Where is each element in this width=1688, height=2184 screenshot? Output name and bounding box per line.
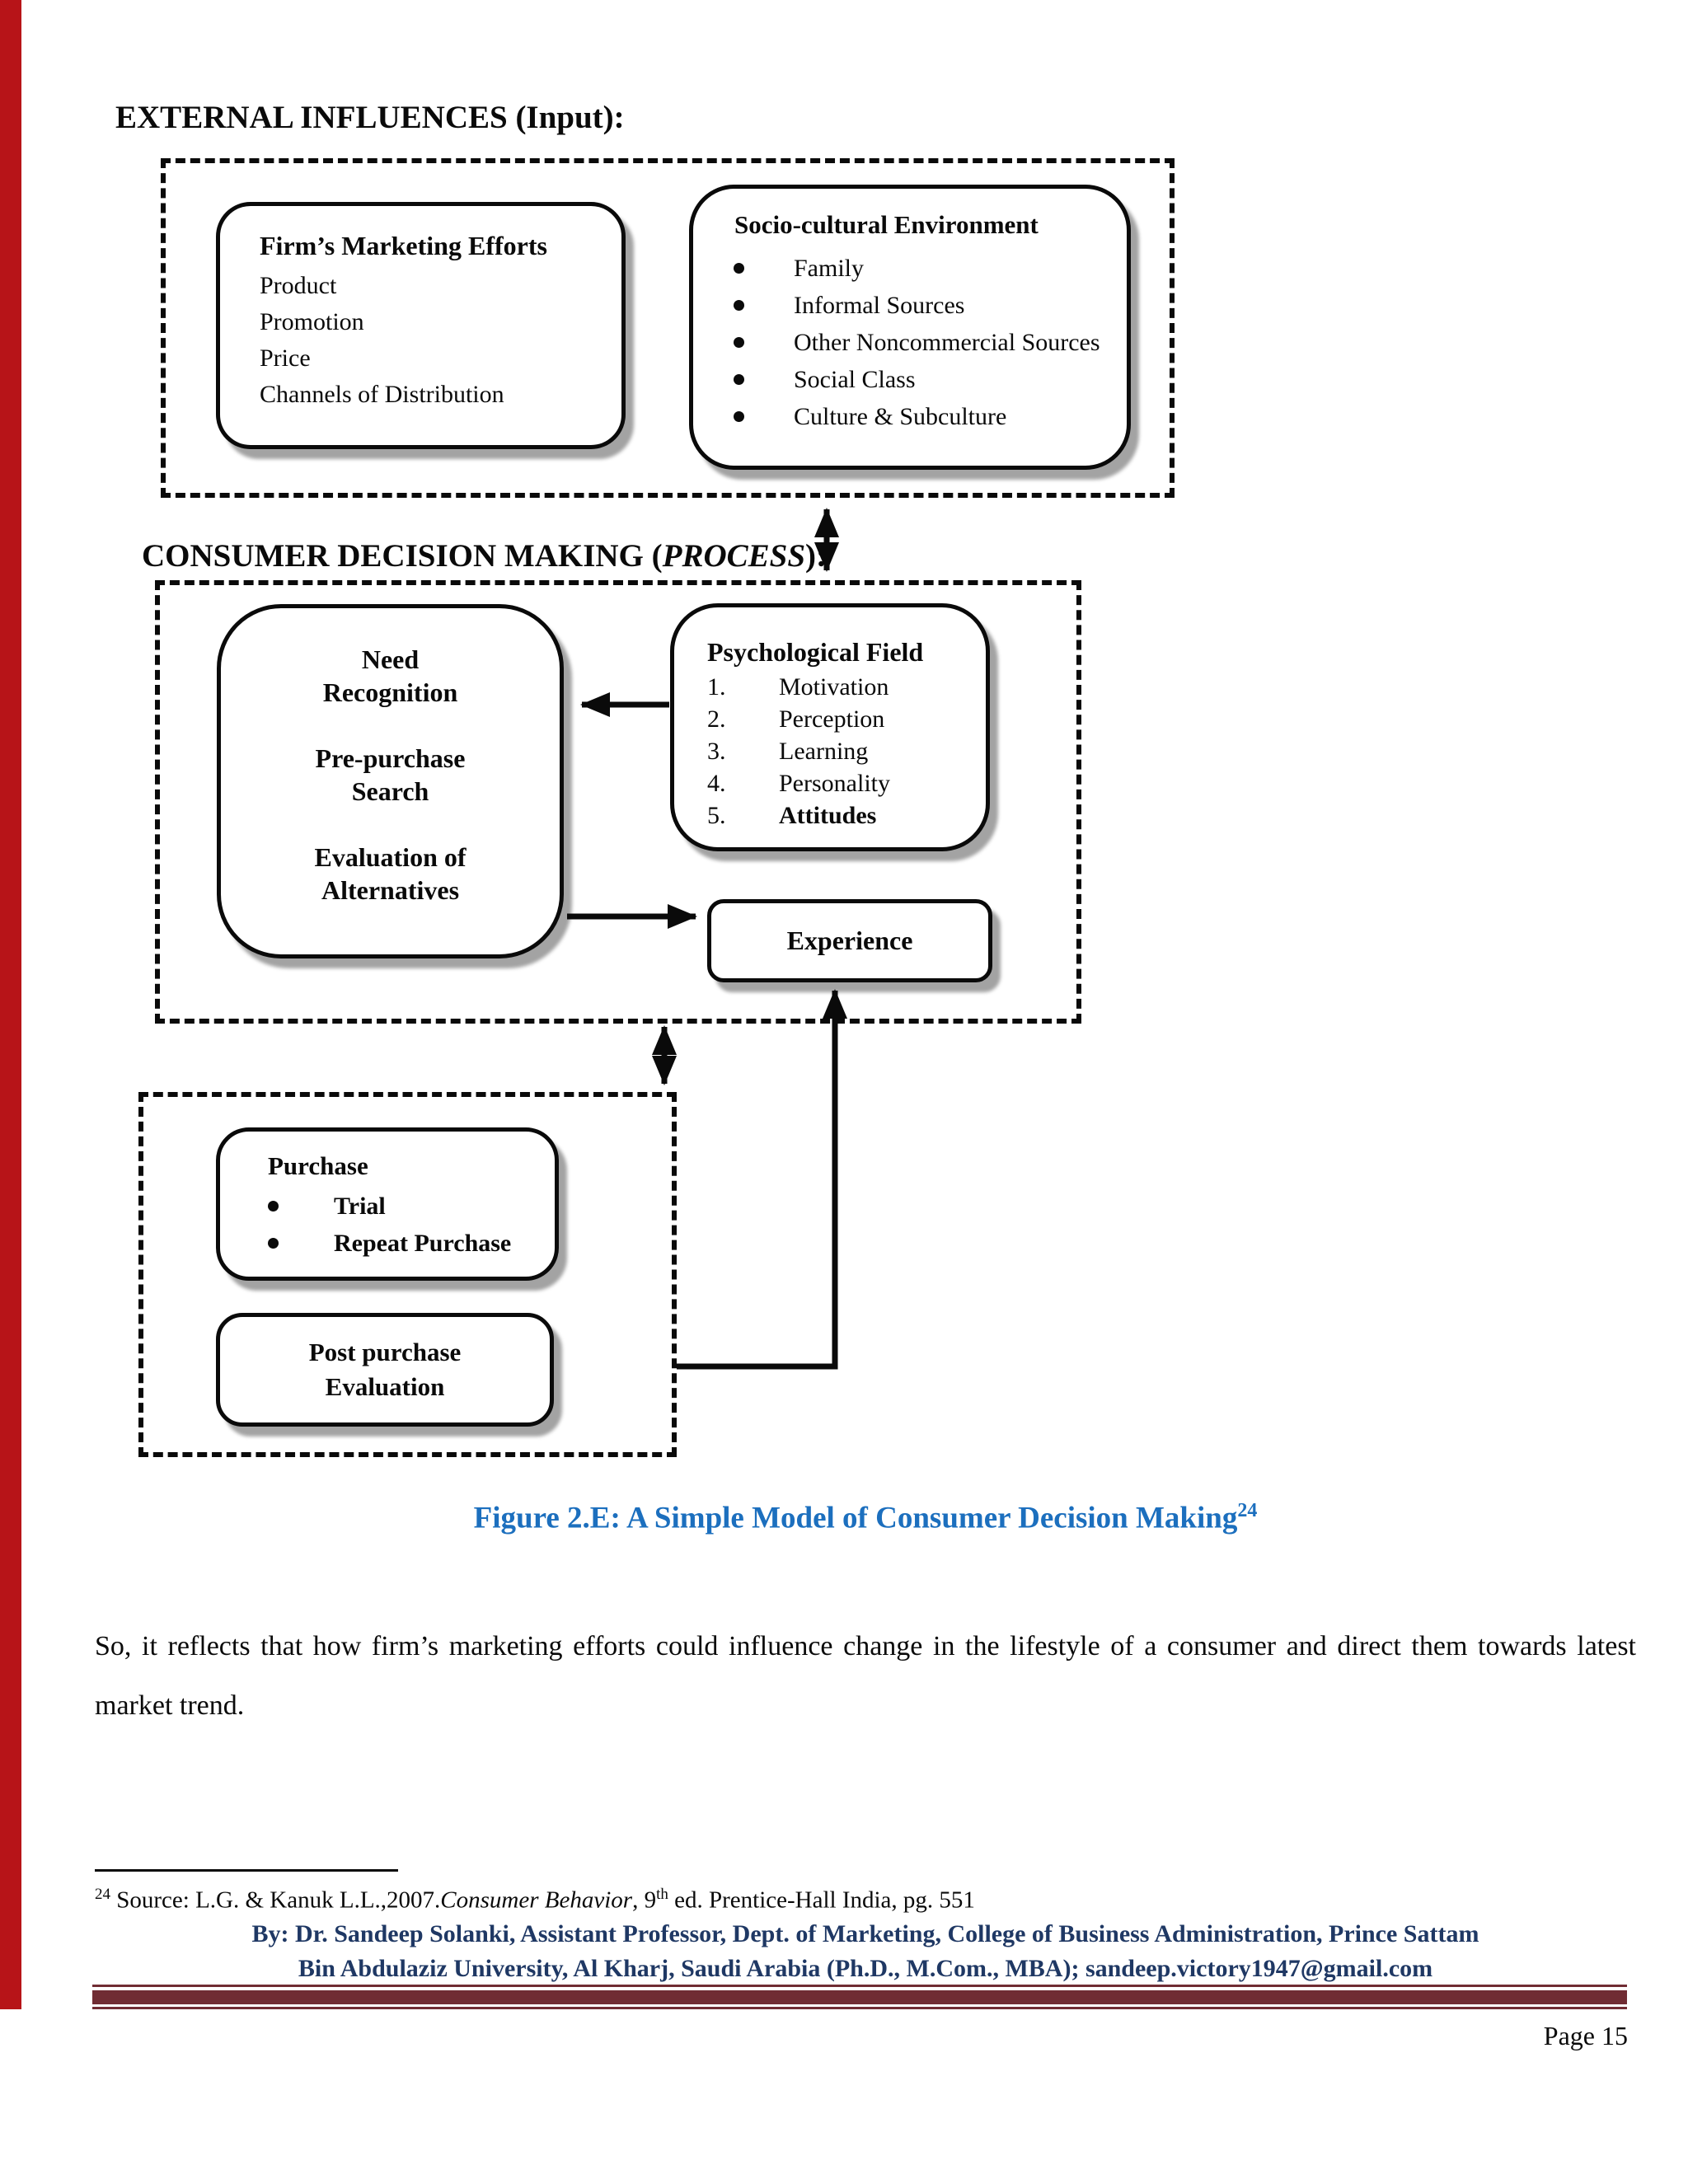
socio-bullet-label: Culture & Subculture bbox=[794, 403, 1007, 430]
figure-caption: Figure 2.E: A Simple Model of Consumer D… bbox=[473, 1500, 1258, 1535]
purchase-bullet-label: Repeat Purchase bbox=[334, 1230, 512, 1257]
psych-item-number: 5. bbox=[707, 802, 726, 829]
psych-item-label: Learning bbox=[779, 738, 869, 765]
socio-bullet-row: Other Noncommercial Sources bbox=[693, 324, 1110, 361]
psych-item-row: 3. Learning bbox=[707, 735, 976, 767]
post-purchase-box: Post purchase Evaluation bbox=[216, 1313, 554, 1427]
external-influences-heading: EXTERNAL INFLUENCES (Input): bbox=[115, 100, 625, 135]
psych-item-label: Attitudes bbox=[779, 802, 877, 829]
purchase-bullet-row: Trial bbox=[268, 1188, 542, 1225]
psych-item-number: 3. bbox=[707, 738, 726, 765]
firm-marketing-title: Firm’s Marketing Efforts bbox=[260, 231, 547, 260]
purchase-bullet-label: Trial bbox=[334, 1193, 386, 1220]
bullet-icon bbox=[734, 250, 794, 287]
footer-rule-thin-bottom bbox=[92, 2007, 1627, 2009]
socio-bullet-row: Family bbox=[693, 250, 1110, 287]
psych-item-row: 4. Personality bbox=[707, 767, 976, 799]
socio-cultural-box: Socio-cultural Environment Family Inform… bbox=[689, 185, 1131, 470]
footnote-separator bbox=[95, 1869, 398, 1872]
bullet-icon bbox=[268, 1188, 334, 1225]
purchase-bullet-row: Repeat Purchase bbox=[268, 1225, 542, 1262]
psych-item-row: 2. Perception bbox=[707, 703, 976, 735]
psychological-field-box: Psychological Field 1. Motivation 2. Per… bbox=[670, 603, 990, 851]
socio-bullet-row: Culture & Subculture bbox=[693, 398, 1110, 435]
firm-item: Channels of Distribution bbox=[260, 381, 504, 408]
socio-cultural-title: Socio-cultural Environment bbox=[734, 210, 1039, 239]
stage-need-recognition: Need Recognition bbox=[322, 644, 458, 707]
footnote: 24 Source: L.G. & Kanuk L.L.,2007.Consum… bbox=[95, 1886, 975, 1914]
psychological-field-title: Psychological Field bbox=[707, 637, 924, 667]
firm-item: Price bbox=[260, 344, 311, 372]
footer-rule bbox=[92, 1985, 1627, 2009]
arrow-postpurchase-to-experience bbox=[677, 989, 847, 1370]
psych-item-label: Perception bbox=[779, 705, 885, 733]
socio-bullet-label: Social Class bbox=[794, 366, 916, 393]
bullet-icon bbox=[734, 398, 794, 435]
author-credit-line1: By: Dr. Sandeep Solanki, Assistant Profe… bbox=[251, 1920, 1479, 1947]
post-purchase-label: Post purchase Evaluation bbox=[308, 1338, 462, 1401]
bullet-icon bbox=[734, 287, 794, 324]
stage-evaluation-alternatives: Evaluation of Alternatives bbox=[314, 842, 467, 905]
psych-item-row: 5. Attitudes bbox=[707, 799, 976, 832]
experience-box: Experience bbox=[707, 899, 992, 982]
psych-item-label: Motivation bbox=[779, 673, 889, 701]
page-number: Page 15 bbox=[1543, 2021, 1628, 2050]
psych-item-row: 1. Motivation bbox=[707, 671, 976, 703]
stage-prepurchase-search: Pre-purchase Search bbox=[315, 743, 466, 806]
caption-footnote-ref: 24 bbox=[1237, 1500, 1258, 1521]
purchase-box: Purchase Trial Repeat Purchase bbox=[216, 1127, 559, 1281]
body-paragraph: So, it reflects that how firm’s marketin… bbox=[95, 1631, 1636, 1721]
purchase-title: Purchase bbox=[268, 1151, 368, 1180]
author-credit: By: Dr. Sandeep Solanki, Assistant Profe… bbox=[95, 1917, 1636, 1986]
footnote-book-title: Consumer Behavior bbox=[440, 1886, 633, 1914]
socio-bullet-row: Informal Sources bbox=[693, 287, 1110, 324]
socio-bullet-label: Family bbox=[794, 255, 865, 282]
psych-item-number: 2. bbox=[707, 705, 726, 733]
footer-rule-thick bbox=[92, 1990, 1627, 2004]
socio-bullet-row: Social Class bbox=[693, 361, 1110, 398]
external-influences-container bbox=[161, 158, 1175, 498]
author-credit-line2: Bin Abdulaziz University, Al Kharj, Saud… bbox=[298, 1955, 1433, 1982]
process-container bbox=[155, 580, 1081, 1024]
psych-item-number: 4. bbox=[707, 770, 726, 797]
footer-rule-thin-top bbox=[92, 1985, 1627, 1987]
socio-bullet-label: Informal Sources bbox=[794, 292, 965, 319]
psych-item-label: Personality bbox=[779, 770, 890, 797]
footnote-ref: 24 bbox=[95, 1886, 110, 1903]
bullet-icon bbox=[734, 361, 794, 398]
decision-stages-box: Need Recognition Pre-purchase Search Eva… bbox=[217, 604, 564, 958]
firm-marketing-box: Firm’s Marketing Efforts Product Promoti… bbox=[216, 202, 626, 449]
psych-item-number: 1. bbox=[707, 673, 726, 701]
bullet-icon bbox=[268, 1225, 334, 1262]
consumer-decision-heading: CONSUMER DECISION MAKING (PROCESS): bbox=[142, 538, 828, 574]
firm-item: Product bbox=[260, 272, 337, 299]
output-container bbox=[138, 1092, 677, 1457]
firm-item: Promotion bbox=[260, 308, 364, 335]
left-accent-stripe bbox=[0, 0, 21, 2009]
socio-bullet-label: Other Noncommercial Sources bbox=[794, 329, 1100, 356]
bullet-icon bbox=[734, 324, 794, 361]
